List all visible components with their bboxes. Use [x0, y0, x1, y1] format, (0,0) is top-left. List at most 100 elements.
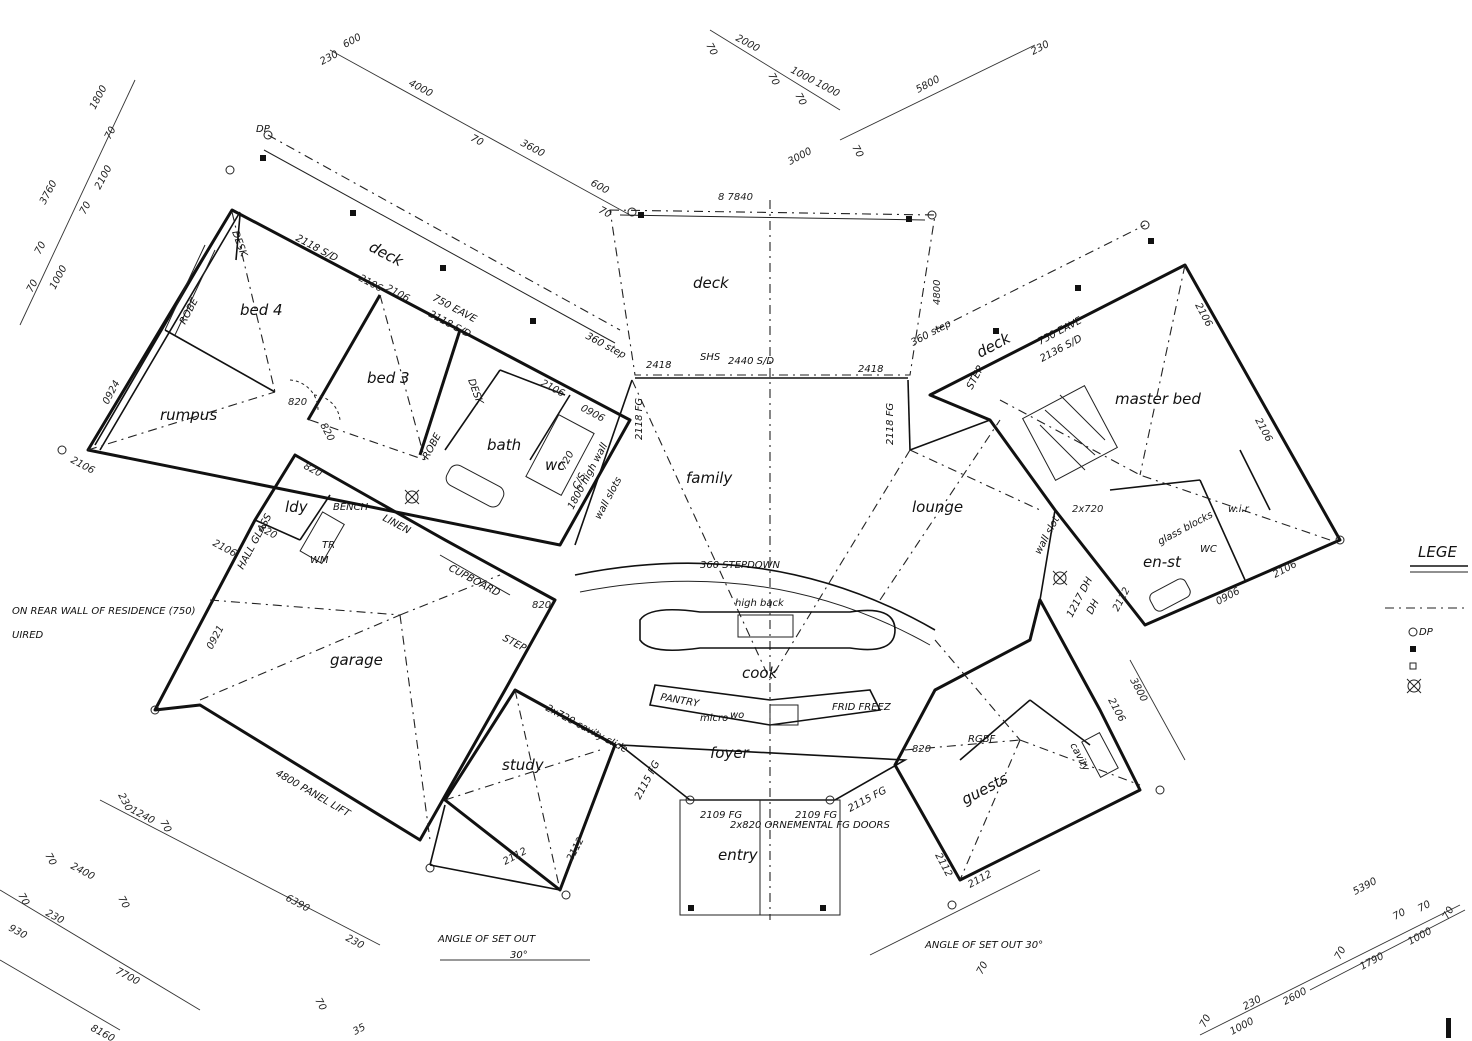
- dim-2106d: 2106: [384, 283, 412, 305]
- guests-wing: [893, 598, 1165, 910]
- dim-2106f: 2106: [1192, 301, 1214, 329]
- dim-6390: 6390: [284, 893, 312, 915]
- dim-70h: 70: [765, 71, 781, 87]
- label-angle2: ANGLE OF SET OUT 30°: [924, 940, 1043, 951]
- dim-2112d: 2112: [966, 869, 994, 891]
- room-guests: guests: [958, 769, 1011, 808]
- dim-2106i: 2106: [1105, 696, 1127, 724]
- dim-0921: 0921: [205, 624, 227, 652]
- dim-2106e: 2106: [539, 378, 567, 400]
- dim-2112e: 2112: [1111, 586, 1133, 614]
- dim-2600: 2600: [1281, 986, 1309, 1008]
- dim-3000: 3000: [786, 146, 814, 168]
- room-master-bed: master bed: [1115, 390, 1201, 408]
- label-fg5: 2115 FG: [633, 759, 663, 802]
- label-sd-center-l: 2418: [646, 360, 671, 371]
- dim-2112a: 2112: [501, 846, 529, 868]
- dimension-lines: [0, 29, 1466, 1036]
- label-wir: w.i.r: [1228, 504, 1250, 515]
- dim-70p: 70: [975, 960, 991, 976]
- master-bed-grid: [1021, 384, 1119, 482]
- label-wall-slots2: wall slots: [593, 475, 624, 521]
- dim-70o: 70: [312, 996, 328, 1012]
- dim-2100: 2100: [93, 164, 115, 192]
- label-shs: SHS: [700, 352, 721, 363]
- annotation-labels: DESK DESK ROBE ROBE BENCH LINEN CUPBOARD…: [12, 124, 1250, 961]
- label-rgbf: RGBF: [968, 734, 996, 745]
- dimension-texts: 600 230 4000 70 3600 600 70 1800 70 3760…: [7, 32, 1457, 1041]
- light-icon: [404, 489, 420, 505]
- dim-1800: 1800: [88, 84, 110, 112]
- dim-70a: 70: [469, 133, 485, 149]
- dim-600: 600: [341, 32, 363, 51]
- dim-2106a: 2106: [69, 455, 97, 477]
- dim-230: 230: [318, 49, 340, 68]
- legend-title: LEGE: [1418, 543, 1457, 561]
- dim-70l: 70: [42, 851, 58, 867]
- room-deck-left: deck: [366, 238, 407, 271]
- room-entry: entry: [718, 846, 759, 864]
- dim-70r: 70: [1391, 907, 1407, 923]
- dim-70i: 70: [792, 91, 808, 107]
- label-step-garage: STEP: [501, 633, 529, 655]
- legend-dp-icon: [1408, 627, 1418, 637]
- legend-open-post-icon: [1409, 662, 1417, 670]
- room-cook: cook: [742, 664, 779, 682]
- label-sd-center: 2440 S/D: [728, 356, 774, 367]
- dim-70g: 70: [703, 41, 719, 57]
- label-glass-blocks: glass blocks: [1156, 509, 1215, 547]
- label-robe2: ROBE: [421, 431, 444, 461]
- label-wc-right: WC: [1200, 544, 1217, 555]
- dim-2x720: 2x720: [1072, 504, 1103, 515]
- dim-2112b: 2112: [565, 836, 587, 864]
- dim-1000d: 1000: [1406, 926, 1434, 948]
- dim-720: 720: [558, 449, 577, 471]
- dim-70m: 70: [115, 894, 131, 910]
- dim-1240: 1240: [129, 805, 157, 827]
- legend-post-icon: [1410, 646, 1416, 652]
- label-frid-freez: FRID FREEZ: [832, 702, 892, 713]
- label-fg2: 2118 FG: [885, 403, 896, 445]
- dim-70t: 70: [1441, 905, 1457, 921]
- dim-820b: 820: [317, 421, 336, 443]
- central-area: [574, 200, 937, 920]
- label-fg1: 2118 FG: [634, 398, 645, 440]
- label-note1: ON REAR WALL OF RESIDENCE (750): [12, 606, 196, 617]
- room-foyer: foyer: [710, 744, 750, 762]
- room-bed4: bed 4: [240, 301, 283, 319]
- room-garage: garage: [330, 651, 383, 669]
- legend-light-icon: [1406, 678, 1422, 694]
- label-step-right2: 360 step: [909, 318, 953, 348]
- dim-2106c: 2106: [357, 273, 385, 295]
- room-bed3: bed 3: [367, 369, 410, 387]
- label-note2: UIRED: [12, 630, 44, 641]
- dim-230f: 230: [1241, 994, 1263, 1013]
- dim-4800: 4800: [932, 280, 943, 305]
- label-orn-doors: 2x820 ORNEMENTAL FG DOORS: [730, 820, 890, 831]
- study-wing: [429, 688, 617, 900]
- left-wing: [57, 130, 632, 547]
- dim-70j: 70: [849, 143, 865, 159]
- dim-820a: 820: [288, 397, 307, 408]
- label-bench: BENCH: [333, 502, 369, 513]
- label-sd-center-r: 2418: [858, 364, 883, 375]
- dim-70q: 70: [1416, 899, 1432, 915]
- label-sd-left2: 2118 S/D: [294, 233, 340, 264]
- legend: LEGE DP: [1385, 543, 1468, 1038]
- room-deck-center: deck: [693, 274, 730, 292]
- label-wm: WM: [310, 555, 329, 566]
- dim-3760: 3760: [38, 179, 60, 207]
- label-fg4: 2109 FG: [795, 810, 837, 821]
- label-desk2: DESK: [465, 377, 485, 407]
- room-family: family: [686, 469, 733, 487]
- label-angle1b: 30°: [510, 950, 528, 961]
- room-wc-left: wc: [545, 456, 566, 474]
- dim-70n: 70: [15, 891, 31, 907]
- dim-70b: 70: [597, 205, 613, 221]
- dim-35: 35: [351, 1022, 367, 1038]
- label-tr: TR: [322, 540, 335, 551]
- right-wing: [879, 220, 1345, 627]
- dim-70s: 70: [1333, 945, 1349, 961]
- label-cavity-slide: 2x720 cavity slide: [544, 703, 630, 756]
- label-stepdown: 360 STEPDOWN: [700, 560, 781, 571]
